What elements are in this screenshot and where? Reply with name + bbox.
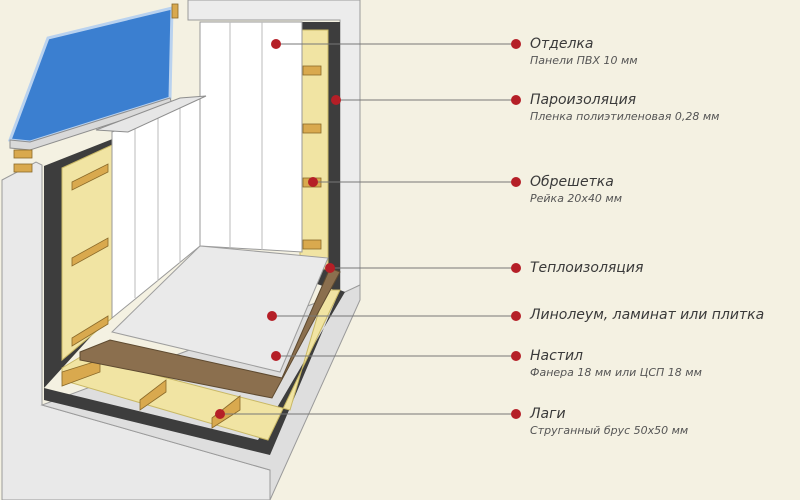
- anchor-dots: [215, 39, 341, 419]
- label-subtitle: Панели ПВХ 10 мм: [530, 54, 638, 67]
- batten-left-1: [71, 163, 109, 191]
- label-title: Теплоизоляция: [530, 260, 644, 276]
- batten-left-3: [71, 315, 109, 347]
- label-title: Настил: [530, 348, 584, 364]
- window-block: [13, 149, 33, 159]
- pvc-panels-back: [199, 21, 303, 253]
- label-title: Линолеум, ламинат или плитка: [530, 307, 765, 323]
- label-finishing: Отделка Панели ПВХ 10 мм: [530, 36, 638, 68]
- label-subtitle: Фанера 18 мм или ЦСП 18 мм: [530, 366, 702, 379]
- label-subtitle: Пленка полиэтиленовая 0,28 мм: [530, 110, 720, 123]
- label-dot-6: [511, 351, 521, 361]
- anchor-dot-4: [325, 263, 335, 273]
- label-vapor-barrier: Пароизоляция Пленка полиэтиленовая 0,28 …: [530, 92, 719, 124]
- anchor-dot-7: [215, 409, 225, 419]
- floor-joist-2: [139, 379, 167, 411]
- label-dot-3: [511, 177, 521, 187]
- window-post: [171, 3, 179, 19]
- batten-right-2: [302, 123, 322, 134]
- anchor-dot-1: [271, 39, 281, 49]
- label-title: Обрешетка: [530, 174, 614, 190]
- label-dot-1: [511, 39, 521, 49]
- plywood-subfloor: [79, 267, 341, 399]
- batten-right-4: [302, 239, 322, 250]
- anchor-dot-2: [331, 95, 341, 105]
- anchor-dot-5: [267, 311, 277, 321]
- floor-joist-3: [211, 395, 241, 429]
- label-dot-7: [511, 409, 521, 419]
- batten-left-2: [71, 237, 109, 267]
- window-block-2: [13, 163, 33, 173]
- leader-lines: [220, 43, 516, 415]
- floor-covering: [111, 245, 329, 373]
- window-sill-shelf: [95, 95, 207, 133]
- anchor-dot-6: [271, 351, 281, 361]
- label-battens: Обрешетка Рейка 20х40 мм: [530, 174, 622, 206]
- label-title: Отделка: [530, 36, 594, 52]
- label-floor-covering: Линолеум, ламинат или плитка: [530, 307, 764, 324]
- label-dot-5: [511, 311, 521, 321]
- batten-right-1: [302, 65, 322, 76]
- vapor-barrier-floor: [44, 290, 345, 455]
- label-subtitle: Рейка 20х40 мм: [530, 192, 623, 205]
- label-joists: Лаги Струганный брус 50х50 мм: [530, 406, 688, 438]
- label-title: Пароизоляция: [530, 92, 637, 108]
- label-dot-2: [511, 95, 521, 105]
- label-subtitle: Струганный брус 50х50 мм: [530, 424, 689, 437]
- label-subfloor: Настил Фанера 18 мм или ЦСП 18 мм: [530, 348, 702, 380]
- floor-joist-1: [61, 359, 101, 387]
- label-insulation: Теплоизоляция: [530, 260, 643, 277]
- label-dot-4: [511, 263, 521, 273]
- label-dots: [511, 39, 521, 419]
- label-title: Лаги: [530, 406, 566, 422]
- anchor-dot-3: [308, 177, 318, 187]
